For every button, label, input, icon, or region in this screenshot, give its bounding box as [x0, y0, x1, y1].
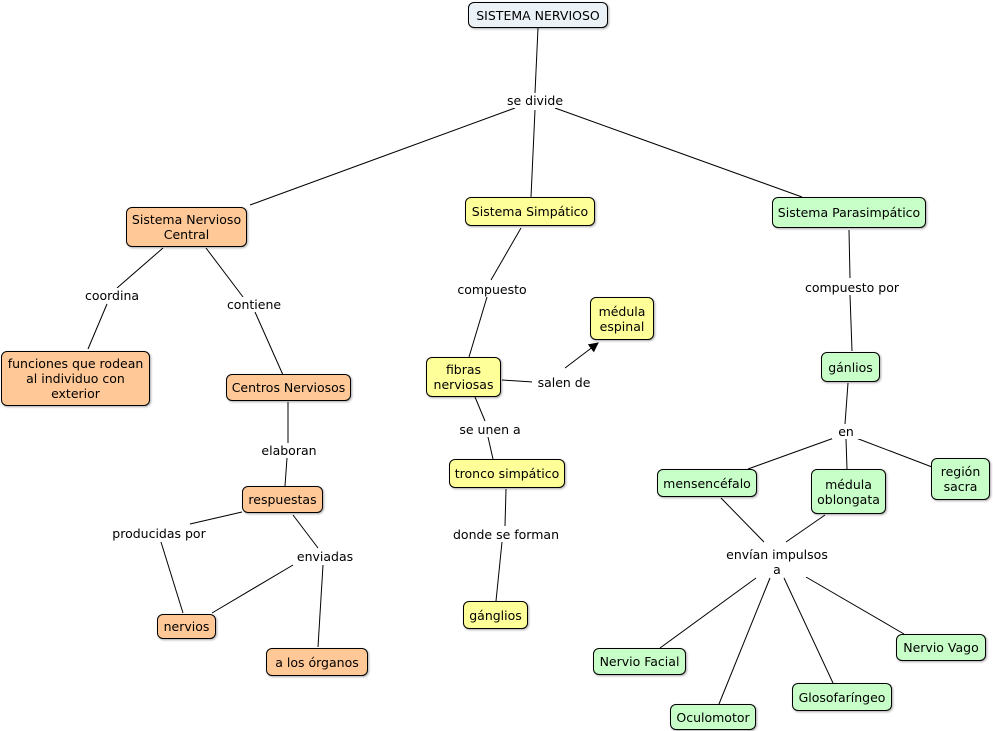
node-label: mensencéfalo	[663, 475, 751, 491]
link-en: en	[832, 424, 860, 439]
node-label: fibras nerviosas	[433, 362, 494, 392]
node-glosofaringeo[interactable]: Glosofaríngeo	[792, 683, 892, 711]
link-se-unen-a: se unen a	[453, 422, 527, 437]
link-compuesto-por: compuesto por	[800, 280, 904, 295]
node-label: funciones que rodean al individuo con ex…	[7, 356, 144, 401]
node-label: gánlios	[828, 359, 873, 375]
link-enviadas: enviadas	[292, 549, 358, 564]
root-node-sistema-nervioso[interactable]: SISTEMA NERVIOSO	[468, 2, 608, 28]
link-contiene: contiene	[222, 297, 286, 312]
link-donde-se-forman: donde se forman	[446, 527, 566, 542]
node-tronco-simpatico[interactable]: tronco simpático	[449, 459, 565, 488]
link-coordina: coordina	[80, 288, 144, 303]
node-label: Nervio Facial	[599, 654, 680, 669]
node-respuestas[interactable]: respuestas	[242, 486, 323, 513]
link-se-divide: se divide	[503, 93, 567, 108]
node-ganglios[interactable]: gánglios	[463, 601, 528, 629]
node-sistema-nervioso-central[interactable]: Sistema Nervioso Central	[126, 207, 247, 247]
node-label: respuestas	[248, 492, 317, 507]
node-label: región sacra	[940, 464, 981, 494]
node-oculomotor[interactable]: Oculomotor	[670, 704, 756, 730]
node-label: Oculomotor	[676, 709, 750, 725]
node-nervios[interactable]: nervios	[157, 614, 216, 639]
node-label: tronco simpático	[454, 466, 560, 481]
node-centros-nerviosos[interactable]: Centros Nerviosos	[226, 374, 351, 401]
node-label: Sistema Parasimpático	[777, 205, 921, 220]
node-nervio-facial[interactable]: Nervio Facial	[593, 648, 686, 675]
node-medula-espinal[interactable]: médula espinal	[590, 297, 654, 340]
node-medula-oblongata[interactable]: médula oblongata	[811, 469, 886, 514]
node-sistema-simpatico[interactable]: Sistema Simpático	[465, 197, 595, 226]
link-envian-impulsos: envían impulsos a	[720, 547, 834, 577]
link-producidas-por: producidas por	[108, 526, 210, 541]
node-label: nervios	[163, 619, 210, 634]
node-label: Nervio Vago	[903, 640, 979, 655]
node-sistema-parasimpatico[interactable]: Sistema Parasimpático	[772, 197, 926, 228]
node-label: médula oblongata	[817, 476, 880, 507]
node-nervio-vago[interactable]: Nervio Vago	[896, 634, 986, 661]
node-funciones[interactable]: funciones que rodean al individuo con ex…	[1, 351, 150, 406]
node-label: gánglios	[469, 607, 522, 623]
link-compuesto: compuesto	[452, 282, 532, 297]
node-label: Glosofaríngeo	[798, 689, 886, 705]
node-label: Sistema Nervioso Central	[131, 212, 242, 242]
node-label: Sistema Simpático	[471, 204, 589, 219]
node-label: Centros Nerviosos	[231, 380, 346, 395]
node-label: a los órganos	[275, 654, 359, 670]
node-ganlios[interactable]: gánlios	[821, 352, 880, 382]
link-salen-de: salen de	[532, 375, 596, 390]
node-region-sacra[interactable]: región sacra	[931, 458, 990, 500]
node-fibras-nerviosas[interactable]: fibras nerviosas	[426, 357, 501, 397]
root-label: SISTEMA NERVIOSO	[476, 7, 600, 23]
node-label: médula espinal	[598, 303, 646, 334]
node-a-los-organos[interactable]: a los órganos	[266, 648, 368, 676]
link-elaboran: elaboran	[256, 443, 322, 458]
node-mensencefalo[interactable]: mensencéfalo	[657, 469, 757, 497]
